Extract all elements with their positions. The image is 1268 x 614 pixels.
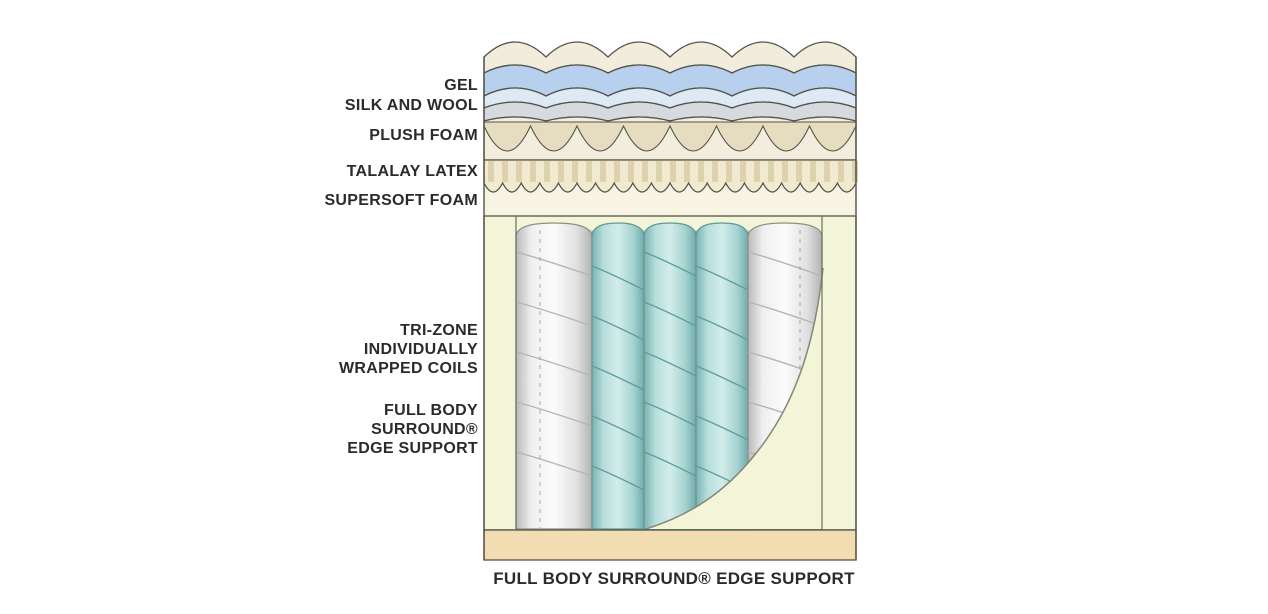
talalay-latex-stripes	[488, 161, 858, 182]
plush-foam-convolute	[483, 121, 857, 152]
label-talalay-latex: TALALAY LATEX	[346, 163, 478, 180]
mattress-outline	[483, 57, 857, 560]
label-edge-support-line2: SURROUND®	[371, 421, 478, 438]
bottom-caption: FULL BODY SURROUND® EDGE SUPPORT	[493, 569, 855, 588]
label-supersoft-foam: SUPERSOFT FOAM	[324, 192, 478, 209]
label-edge-support-line1: FULL BODY	[384, 402, 478, 419]
label-edge-support-line3: EDGE SUPPORT	[347, 440, 478, 457]
edge-support-cutaway	[646, 268, 823, 529]
edge-support-cutaway-edge	[645, 267, 824, 530]
label-wrapped-coils: TRI-ZONE INDIVIDUALLY WRAPPED COILS	[178, 321, 478, 378]
talalay-latex-outline	[483, 159, 857, 193]
base-foam-layer	[483, 529, 857, 561]
edge-support-rails	[515, 216, 823, 530]
quilted-cover-layer	[483, 41, 857, 75]
plush-foam-layer	[483, 116, 857, 161]
supersoft-foam-layer	[484, 183, 856, 216]
label-silk-and-wool: SILK AND WOOL	[344, 97, 478, 114]
label-plush-foam: PLUSH FOAM	[369, 127, 478, 144]
label-wrapped-coils-line3: WRAPPED COILS	[338, 360, 478, 377]
label-wrapped-coils-line2: INDIVIDUALLY	[363, 341, 478, 358]
label-wrapped-coils-line1: TRI-ZONE	[400, 322, 478, 339]
label-gel: GEL	[444, 77, 478, 94]
label-edge-support: FULL BODY SURROUND® EDGE SUPPORT	[178, 401, 478, 458]
